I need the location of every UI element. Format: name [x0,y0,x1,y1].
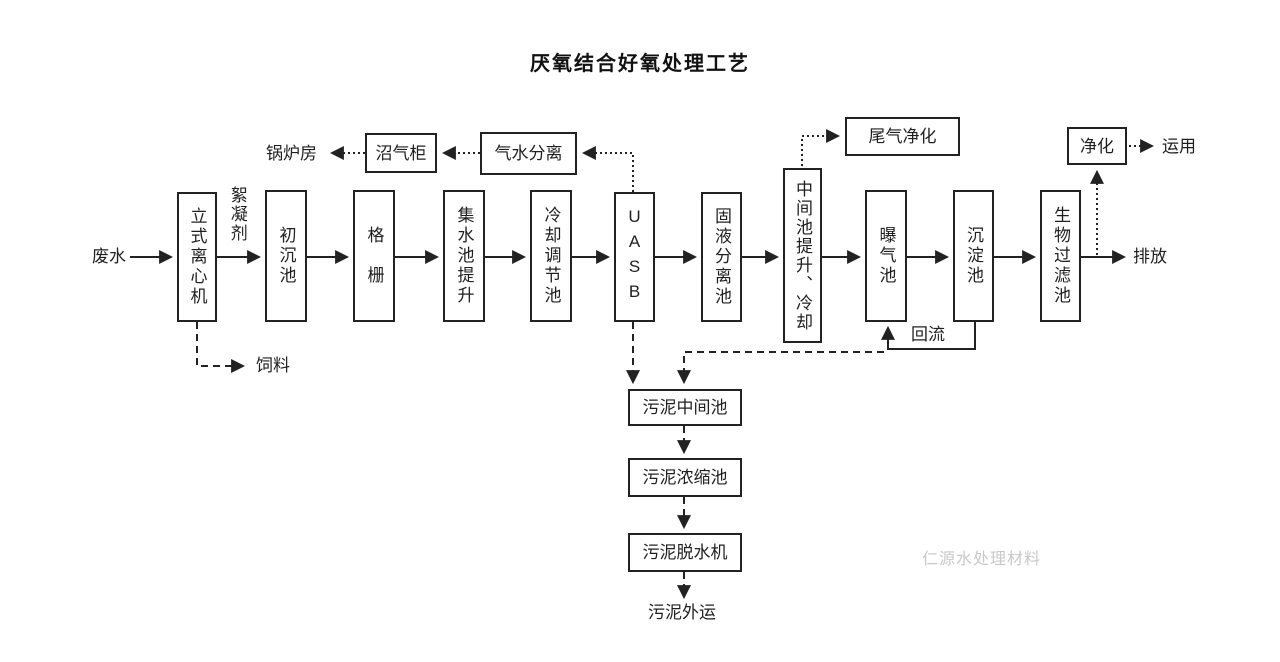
dotted-uasb-to-gas-separation [581,146,634,192]
process-box-sedimentation-tank: 沉淀池 [953,190,994,322]
box-tail-gas-purification: 尾气净化 [845,117,960,156]
box-sludge-intermediate-tank: 污泥中间池 [628,389,742,426]
label-flocculant: 絮凝剂 [227,186,247,243]
dashed-sludge-return-to-intermediate [677,351,884,385]
dashed-centrifuge-to-feed [196,322,246,373]
label-discharge: 排放 [1133,247,1167,266]
label-sludge-out: 污泥外运 [648,603,716,622]
watermark-text: 仁源水处理材料 [922,551,1042,568]
box-sludge-dewatering-machine: 污泥脱水机 [628,533,742,572]
label-use: 运用 [1162,137,1196,156]
process-box-solid-liquid-separation: 固液分离池 [701,192,742,322]
label-wastewater-inflow: 废水 [92,247,126,266]
label-boiler-room: 锅炉房 [266,144,317,163]
box-gas-water-separation: 气水分离 [480,132,577,175]
label-feed: 饲料 [256,356,290,375]
process-box-intermediate-lift-cooling: 中间池提升、冷却 [783,168,822,343]
diagram-title: 厌氧结合好氧处理工艺 [530,53,750,75]
process-box-uasb: UASB [614,192,655,322]
dotted-midlift-to-tailgas [801,129,841,166]
process-box-primary-sedimentation: 初沉池 [265,190,307,322]
box-biogas-tank: 沼气柜 [365,133,437,173]
process-box-collection-tank-lift: 集水池提升 [443,190,485,322]
box-sludge-thickening-tank: 污泥浓缩池 [628,458,742,497]
process-box-aeration-tank: 曝气池 [865,190,907,322]
process-box-cooling-regulation: 冷却调节池 [530,190,572,322]
reflux-line-sedi-to-aeration [881,322,976,350]
process-box-bar-screen: 格 栅 [353,190,395,322]
process-box-vertical-centrifuge: 立式离心机 [177,192,217,322]
box-purification: 净化 [1067,127,1127,165]
label-reflux: 回流 [911,325,945,344]
process-box-biological-filter: 生物过滤池 [1040,190,1081,322]
